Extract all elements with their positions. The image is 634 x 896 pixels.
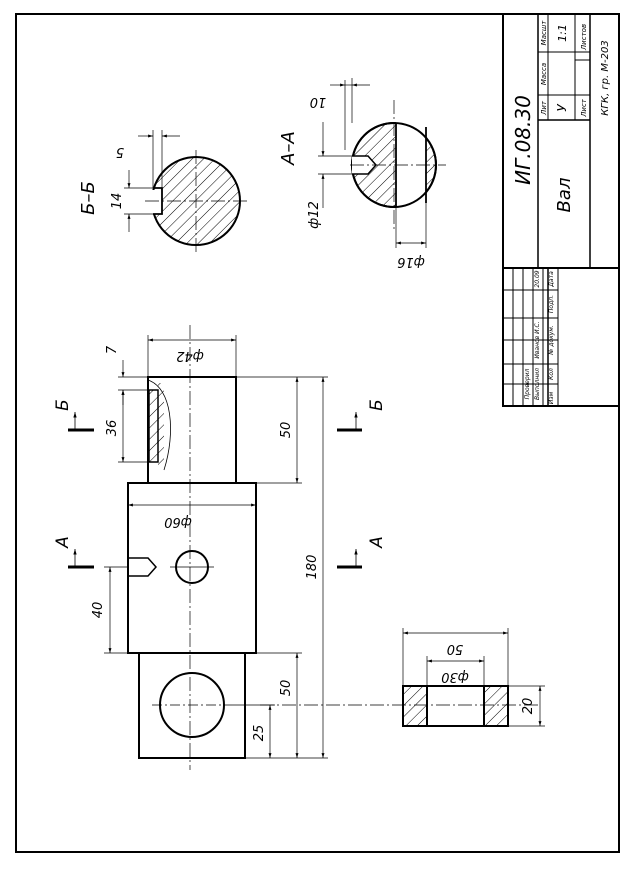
hdr-izm: Изм [548, 391, 555, 404]
scale-value: 1:1 [556, 24, 569, 42]
dim-lower-length: 50 [279, 680, 294, 697]
sheet-frame [15, 13, 620, 853]
dim-key-length: 36 [105, 420, 120, 437]
hdr-kol: Кол [548, 368, 555, 380]
washer-section [402, 628, 545, 727]
dim-key-offset: 7 [105, 345, 120, 354]
sheets-label: Листов [580, 24, 588, 51]
dim-16: ф16 [397, 254, 425, 269]
dim-washer-outer: 50 [447, 641, 464, 656]
section-bb [124, 130, 248, 252]
section-label-b-left: Б [53, 399, 73, 411]
dim-total-length: 180 [305, 555, 320, 580]
section-label-a-left: А [53, 536, 73, 549]
row-done: Выполнил [534, 368, 541, 400]
dim-5: 5 [116, 144, 124, 159]
dim-washer-inner: ф30 [441, 669, 469, 684]
row-checked: Проверил [524, 368, 531, 399]
title-block-text: ИГ.08.30 Вал Лит Масса Масшт У 1:1 Лист … [511, 20, 611, 404]
sheet-label: Лист [580, 98, 588, 118]
section-aa-text: А–А 10 ф12 ф16 [278, 94, 425, 269]
col-lit: Лит [540, 100, 548, 116]
part-name: Вал [554, 178, 575, 213]
dim-lower-hole-pos: 25 [252, 725, 267, 742]
title-block [502, 13, 620, 407]
date-value: 20.09 [534, 270, 541, 287]
dim-shaft-d: ф42 [176, 348, 204, 363]
dim-upper-length: 50 [279, 422, 294, 439]
hdr-sign: Подп. [548, 295, 555, 313]
dim-14: 14 [110, 193, 125, 210]
section-aa [318, 78, 446, 248]
dim-flange-d: ф60 [164, 514, 192, 529]
section-bb-title: Б–Б [78, 181, 99, 215]
main-view [68, 325, 540, 770]
washer-text: 50 ф30 20 [441, 641, 536, 714]
designation: ИГ.08.30 [511, 95, 535, 185]
section-aa-title: А–А [278, 131, 299, 166]
section-label-b-right: Б [367, 399, 387, 411]
main-view-text: ф42 ф60 7 36 50 180 40 50 25 Б Б А А [53, 345, 387, 741]
hdr-date: Дата [548, 271, 555, 288]
dim-10: 10 [310, 94, 327, 109]
section-label-a-right: А [367, 536, 387, 549]
dim-hole-pos: 40 [91, 602, 106, 619]
dim-12: ф12 [307, 201, 322, 229]
org: КГК, гр. М-203 [600, 40, 611, 115]
section-bb-text: Б–Б 5 14 [78, 144, 125, 215]
col-scale: Масшт [540, 20, 548, 46]
dim-washer-thick: 20 [521, 698, 536, 715]
hdr-doc: № докум. [548, 325, 555, 356]
col-mass: Масса [540, 63, 548, 85]
lit-value: У [555, 104, 569, 112]
done-name: Иванов И.С. [534, 321, 541, 358]
